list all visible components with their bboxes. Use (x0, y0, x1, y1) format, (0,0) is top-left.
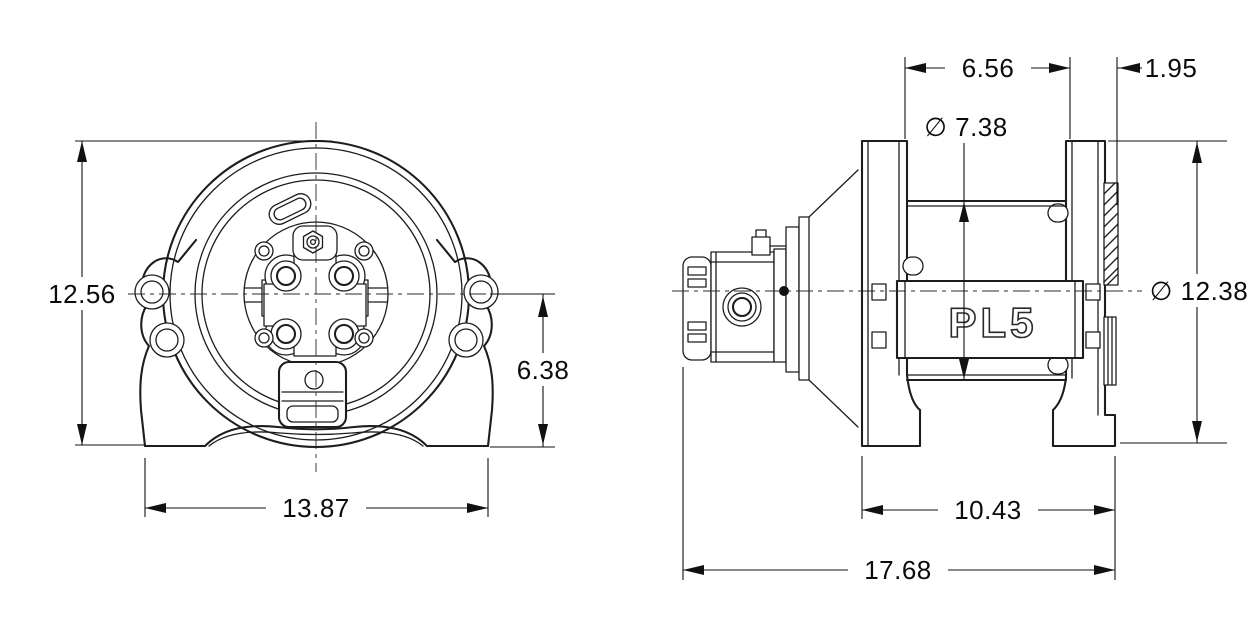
anchor-block-inner (286, 405, 339, 423)
dim-flange-diameter: ∅ 12.38 (1150, 276, 1248, 306)
hub-bolt-inner (275, 265, 297, 287)
mount-holes (254, 241, 374, 348)
brake-lower-lines (1107, 316, 1113, 386)
adapter-plate-1 (773, 248, 787, 363)
motor-port-inner (731, 296, 753, 318)
hub-bolt-inner (275, 323, 297, 345)
side-view: PL5 (672, 139, 1142, 448)
right-wing-hole-upper (469, 280, 493, 304)
anchor-block-lines (281, 391, 344, 402)
motor-body (710, 251, 775, 363)
hydraulic-motor (682, 216, 810, 381)
dim-mounting-span: 10.43 (954, 495, 1022, 525)
mount-hole-inner (358, 245, 370, 257)
front-extension-lines (75, 140, 555, 517)
hub-bolt-inner (333, 323, 355, 345)
anchor-block-outer (277, 360, 348, 429)
adapter-plate-3 (798, 216, 810, 381)
mount-hole-inner (358, 332, 370, 344)
model-label: PL5 (948, 299, 1037, 346)
mount-hole (254, 328, 274, 348)
right-flange-tab-upper (1047, 203, 1069, 223)
top-screw-circle (306, 235, 320, 249)
left-wing-hole-upper (140, 280, 164, 304)
dim-centerline-to-base: 6.38 (517, 355, 570, 385)
tie-bar-inner-lines (904, 280, 1076, 359)
drain-plug (779, 286, 789, 296)
mount-hole-inner (258, 245, 270, 257)
left-flange-tab (902, 256, 924, 276)
left-wing-hole-lower (155, 328, 179, 352)
top-screw-hex (302, 230, 324, 254)
dim-overall-length: 17.68 (864, 555, 932, 585)
motor-port-mid (727, 292, 757, 322)
brake-lower-strip (1103, 316, 1117, 386)
hub-bolt-outer (328, 260, 360, 292)
anchor-block-hole (304, 370, 324, 390)
dim-end-plate-offset: 1.95 (1145, 53, 1198, 83)
base-relief-outer (203, 425, 429, 448)
hub-bolt-outer (270, 260, 302, 292)
hub-right-stub (367, 287, 388, 303)
hub-bolt-outer (328, 318, 360, 350)
dim-drum-diameter: ∅ 7.38 (924, 112, 1007, 142)
mount-hole (354, 241, 374, 261)
brake-housing (1103, 182, 1119, 286)
side-extension-lines (682, 57, 1227, 580)
brake-hatching (1103, 182, 1119, 286)
oblong-slot (268, 193, 312, 225)
motor-port-outer (722, 287, 762, 327)
top-screw-center (309, 238, 317, 246)
bottom-anchor-block (277, 360, 348, 429)
oblong-slot-outer (268, 193, 312, 225)
tie-bar (895, 279, 1085, 360)
gearbox-cone (808, 169, 859, 428)
oblong-slot-inner (273, 197, 307, 221)
motor-body-lines (710, 251, 775, 363)
motor-hub (263, 253, 367, 357)
breather-valve (751, 229, 771, 256)
tie-bar-bolts (871, 283, 1101, 349)
front-view (128, 122, 508, 472)
motor-cap-bolts (687, 266, 707, 343)
hub-bolt-outer (270, 318, 302, 350)
right-wing-hole-lower (454, 328, 478, 352)
hub-left-stub (244, 287, 263, 303)
dimension-annotations: 12.56 6.38 13.87 6.56 1.95 ∅ 7.38 ∅ 12.3… (46, 52, 1252, 585)
adapter-plate-2 (785, 226, 800, 373)
dim-base-width: 13.87 (282, 493, 350, 523)
hub-bolt-inner (333, 265, 355, 287)
mount-hole-inner (258, 332, 270, 344)
dim-drum-length: 6.56 (962, 53, 1015, 83)
dim-overall-height: 12.56 (48, 279, 116, 309)
mount-hole (354, 328, 374, 348)
mount-hole (254, 241, 274, 261)
